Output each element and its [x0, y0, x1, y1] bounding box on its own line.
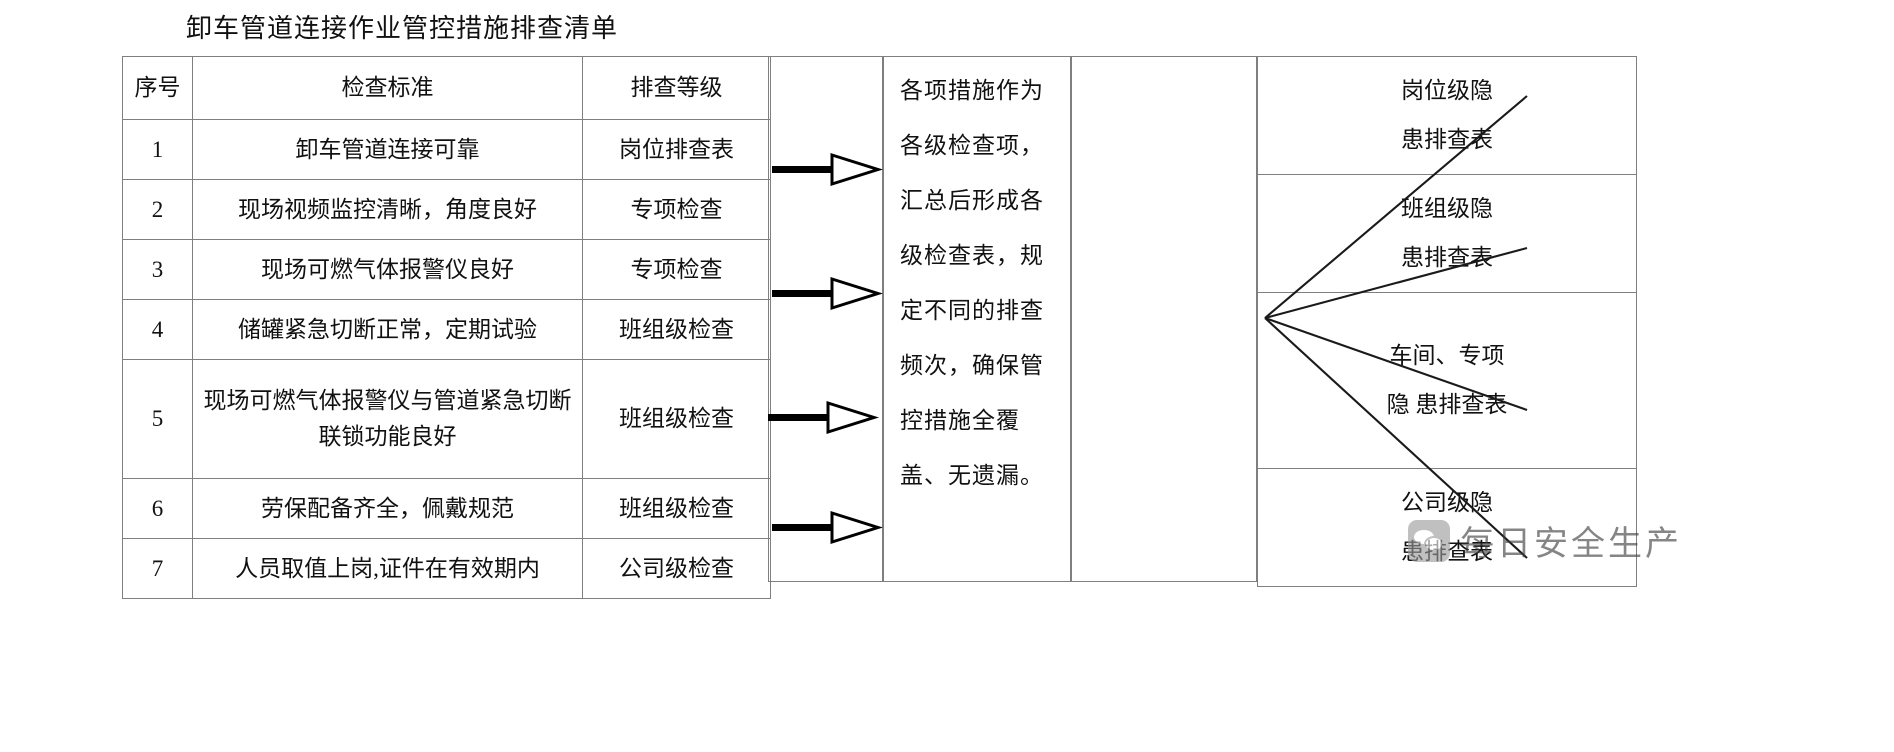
table-row: 6 劳保配备齐全，佩戴规范 班组级检查	[122, 478, 771, 539]
output-line-2: 患排查表	[1401, 538, 1493, 564]
cell-index: 5	[122, 359, 193, 479]
table-row: 1 卸车管道连接可靠 岗位排查表	[122, 119, 771, 180]
fan-connector-box	[1071, 56, 1257, 582]
output-cell-team-level: 班组级隐 患排查表	[1257, 174, 1637, 293]
output-line-1: 公司级隐	[1401, 490, 1493, 516]
output-row: 车间、专项 隐 患排查表	[1257, 292, 1637, 469]
output-cell-workshop-special: 车间、专项 隐 患排查表	[1257, 292, 1637, 469]
output-line-1: 岗位级隐	[1401, 78, 1493, 104]
output-line-2: 隐 患排查表	[1386, 391, 1508, 417]
table-row: 4 储罐紧急切断正常，定期试验 班组级检查	[122, 299, 771, 360]
output-row: 岗位级隐 患排查表	[1257, 56, 1637, 175]
cell-level: 班组级检查	[582, 478, 771, 539]
column-header-level: 排查等级	[582, 56, 771, 120]
cell-index: 6	[122, 478, 193, 539]
cell-standard: 卸车管道连接可靠	[192, 119, 583, 180]
table-row: 7 人员取值上岗,证件在有效期内 公司级检查	[122, 538, 771, 599]
output-cell-company-level: 公司级隐 患排查表	[1257, 468, 1637, 587]
output-row: 公司级隐 患排查表	[1257, 468, 1637, 587]
table-row: 5 现场可燃气体报警仪与管道紧急切断联锁功能良好 班组级检查	[122, 359, 771, 479]
column-header-standard: 检查标准	[192, 56, 583, 120]
cell-standard: 现场可燃气体报警仪良好	[192, 239, 583, 300]
cell-index: 1	[122, 119, 193, 180]
summary-note-box: 各项措施作为各级检查项，汇总后形成各级检查表，规定不同的排查频次，确保管控措施全…	[883, 56, 1071, 582]
cell-standard: 人员取值上岗,证件在有效期内	[192, 538, 583, 599]
arrow-corridor-box	[768, 56, 883, 582]
cell-index: 7	[122, 538, 193, 599]
output-line-2: 患排查表	[1401, 244, 1493, 270]
cell-level: 班组级检查	[582, 299, 771, 360]
output-line-1: 车间、专项	[1389, 343, 1505, 369]
cell-level: 班组级检查	[582, 359, 771, 479]
output-cell-position-level: 岗位级隐 患排查表	[1257, 56, 1637, 175]
cell-standard: 劳保配备齐全，佩戴规范	[192, 478, 583, 539]
table-row: 3 现场可燃气体报警仪良好 专项检查	[122, 239, 771, 300]
cell-level: 专项检查	[582, 179, 771, 240]
cell-level: 岗位排查表	[582, 119, 771, 180]
output-row: 班组级隐 患排查表	[1257, 174, 1637, 293]
cell-level: 公司级检查	[582, 538, 771, 599]
cell-level: 专项检查	[582, 239, 771, 300]
outputs-table: 岗位级隐 患排查表 班组级隐 患排查表 车间、专项 隐 患排查表 公司级隐	[1257, 56, 1637, 587]
output-line-2: 患排查表	[1401, 126, 1493, 152]
table-row: 2 现场视频监控清晰，角度良好 专项检查	[122, 179, 771, 240]
cell-standard: 现场可燃气体报警仪与管道紧急切断联锁功能良好	[192, 359, 583, 479]
column-header-index: 序号	[122, 56, 193, 120]
cell-standard: 储罐紧急切断正常，定期试验	[192, 299, 583, 360]
summary-note-text: 各项措施作为各级检查项，汇总后形成各级检查表，规定不同的排查频次，确保管控措施全…	[900, 78, 1044, 488]
cell-standard: 现场视频监控清晰，角度良好	[192, 179, 583, 240]
output-line-1: 班组级隐	[1401, 196, 1493, 222]
cell-index: 2	[122, 179, 193, 240]
cell-index: 3	[122, 239, 193, 300]
cell-index: 4	[122, 299, 193, 360]
table-header-row: 序号 检查标准 排查等级	[122, 56, 771, 120]
page-title: 卸车管道连接作业管控措施排查清单	[186, 14, 619, 43]
checklist-table: 序号 检查标准 排查等级 1 卸车管道连接可靠 岗位排查表 2 现场视频监控清晰…	[122, 56, 771, 599]
